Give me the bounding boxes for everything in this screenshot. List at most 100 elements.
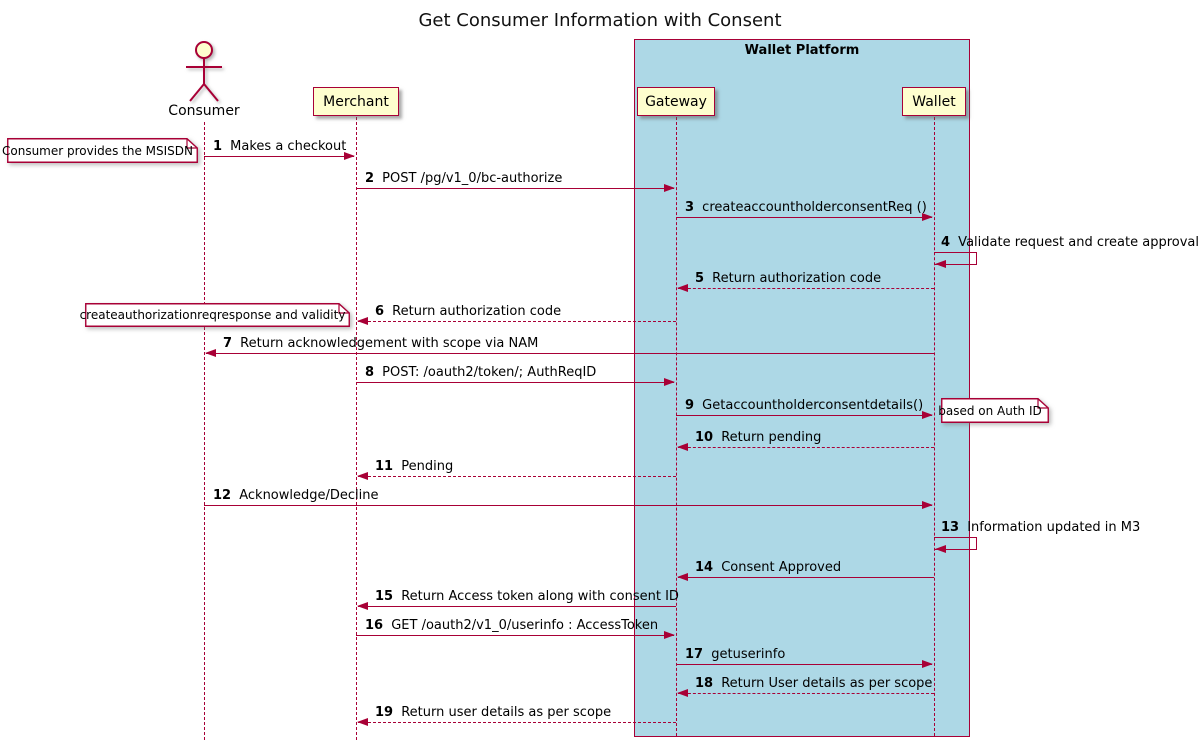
message-3-text: createaccountholderconsentReq () [698,200,927,215]
message-19-label: 19 Return user details as per scope [375,705,611,720]
message-5-label: 5 Return authorization code [695,271,881,286]
message-17-line [676,664,932,665]
lifeline-consumer [204,122,205,740]
message-6-label: 6 Return authorization code [375,304,561,319]
message-12-line [204,505,932,506]
message-3-arrowhead [922,212,933,221]
message-1-number: 1 [213,139,223,154]
message-12-number: 12 [213,488,232,503]
message-18-line [678,693,934,694]
actor-consumer-label: Consumer [168,103,240,119]
message-2-text: POST /pg/v1_0/bc-authorize [378,171,563,186]
message-1-text: Makes a checkout [226,139,347,154]
message-5-text: Return authorization code [708,271,882,286]
message-15-number: 15 [375,589,394,604]
message-1-arrowhead [344,151,355,160]
message-19-number: 19 [375,705,394,720]
note-2-text: createauthorizationreqresponse and valid… [79,308,346,322]
message-16-number: 16 [365,618,384,633]
message-11-line [358,476,676,477]
message-2-line [356,188,674,189]
message-17-number: 17 [685,647,704,662]
message-19-text: Return user details as per scope [397,705,612,720]
message-18-text: Return User details as per scope [717,676,933,691]
message-13-arrowhead [935,544,946,553]
message-1-line [204,156,354,157]
message-14-arrowhead [677,572,688,581]
message-17-text: getuserinfo [707,647,786,662]
message-12-text: Acknowledge/Decline [235,488,379,503]
message-19-arrowhead [357,717,368,726]
message-9-text: Getaccountholderconsentdetails() [698,398,924,413]
message-8-line [356,382,674,383]
message-4-self-loop [934,252,977,265]
message-10-number: 10 [695,430,714,445]
message-13-self-loop [934,537,977,550]
message-9-line [676,415,932,416]
message-3-label: 3 createaccountholderconsentReq () [685,200,927,215]
participant-wallet: Wallet [902,87,966,116]
message-17-arrowhead [922,659,933,668]
message-11-text: Pending [397,459,454,474]
message-7-arrowhead [205,348,216,357]
message-2-number: 2 [365,171,375,186]
message-4-text: Validate request and create approval [954,235,1199,250]
message-15-line [358,606,676,607]
message-10-line [678,447,934,448]
message-9-number: 9 [685,398,695,413]
message-3-line [676,217,932,218]
note-shape-icon [941,398,1049,423]
message-9-label: 9 Getaccountholderconsentdetails() [685,398,923,413]
note-3: based on Auth ID [938,398,1049,423]
message-16-label: 16 GET /oauth2/v1_0/userinfo : AccessTok… [365,618,658,633]
message-15-arrowhead [357,601,368,610]
message-5-line [678,288,934,289]
frame-label: Wallet Platform [744,43,860,58]
wallet-platform-frame: Wallet Platform [634,39,970,737]
message-15-text: Return Access token along with consent I… [397,589,679,604]
message-7-line [206,353,934,354]
message-16-text: GET /oauth2/v1_0/userinfo : AccessToken [387,618,659,633]
message-8-arrowhead [664,377,675,386]
note-shape-icon [85,303,350,327]
note-3-text: based on Auth ID [938,403,1042,418]
message-8-label: 8 POST: /oauth2/token/; AuthReqID [365,365,596,380]
participant-gateway-label: Gateway [645,93,707,110]
diagram-title: Get Consumer Information with Consent [418,10,782,31]
message-13-text: Information updated in M3 [963,520,1141,535]
message-7-number: 7 [223,336,233,351]
message-3-number: 3 [685,200,695,215]
message-14-line [678,577,934,578]
actor-consumer-figure [181,40,227,108]
note-1: Consumer provides the MSISDN [2,138,198,163]
message-18-number: 18 [695,676,714,691]
message-9-arrowhead [922,410,933,419]
message-10-arrowhead [677,442,688,451]
message-19-line [358,722,676,723]
message-6-line [358,321,676,322]
message-11-number: 11 [375,459,394,474]
message-1-label: 1 Makes a checkout [213,139,346,154]
lifeline-wallet [934,117,935,736]
message-16-arrowhead [664,630,675,639]
participant-merchant: Merchant [313,87,399,116]
message-4-number: 4 [941,235,951,250]
message-18-arrowhead [677,688,688,697]
stick-figure-icon [186,41,222,102]
message-2-label: 2 POST /pg/v1_0/bc-authorize [365,171,562,186]
message-13-number: 13 [941,520,960,535]
message-15-label: 15 Return Access token along with consen… [375,589,679,604]
message-8-number: 8 [365,365,375,380]
message-12-label: 12 Acknowledge/Decline [213,488,379,503]
message-12-arrowhead [922,500,933,509]
message-4-label: 4 Validate request and create approval [941,235,1199,250]
message-10-label: 10 Return pending [695,430,821,445]
message-4-arrowhead [935,259,946,268]
message-18-label: 18 Return User details as per scope [695,676,932,691]
note-1-text: Consumer provides the MSISDN [2,143,193,158]
message-6-arrowhead [357,316,368,325]
message-7-text: Return acknowledgement with scope via NA… [236,336,539,351]
message-5-number: 5 [695,271,705,286]
lifeline-merchant [356,117,357,740]
